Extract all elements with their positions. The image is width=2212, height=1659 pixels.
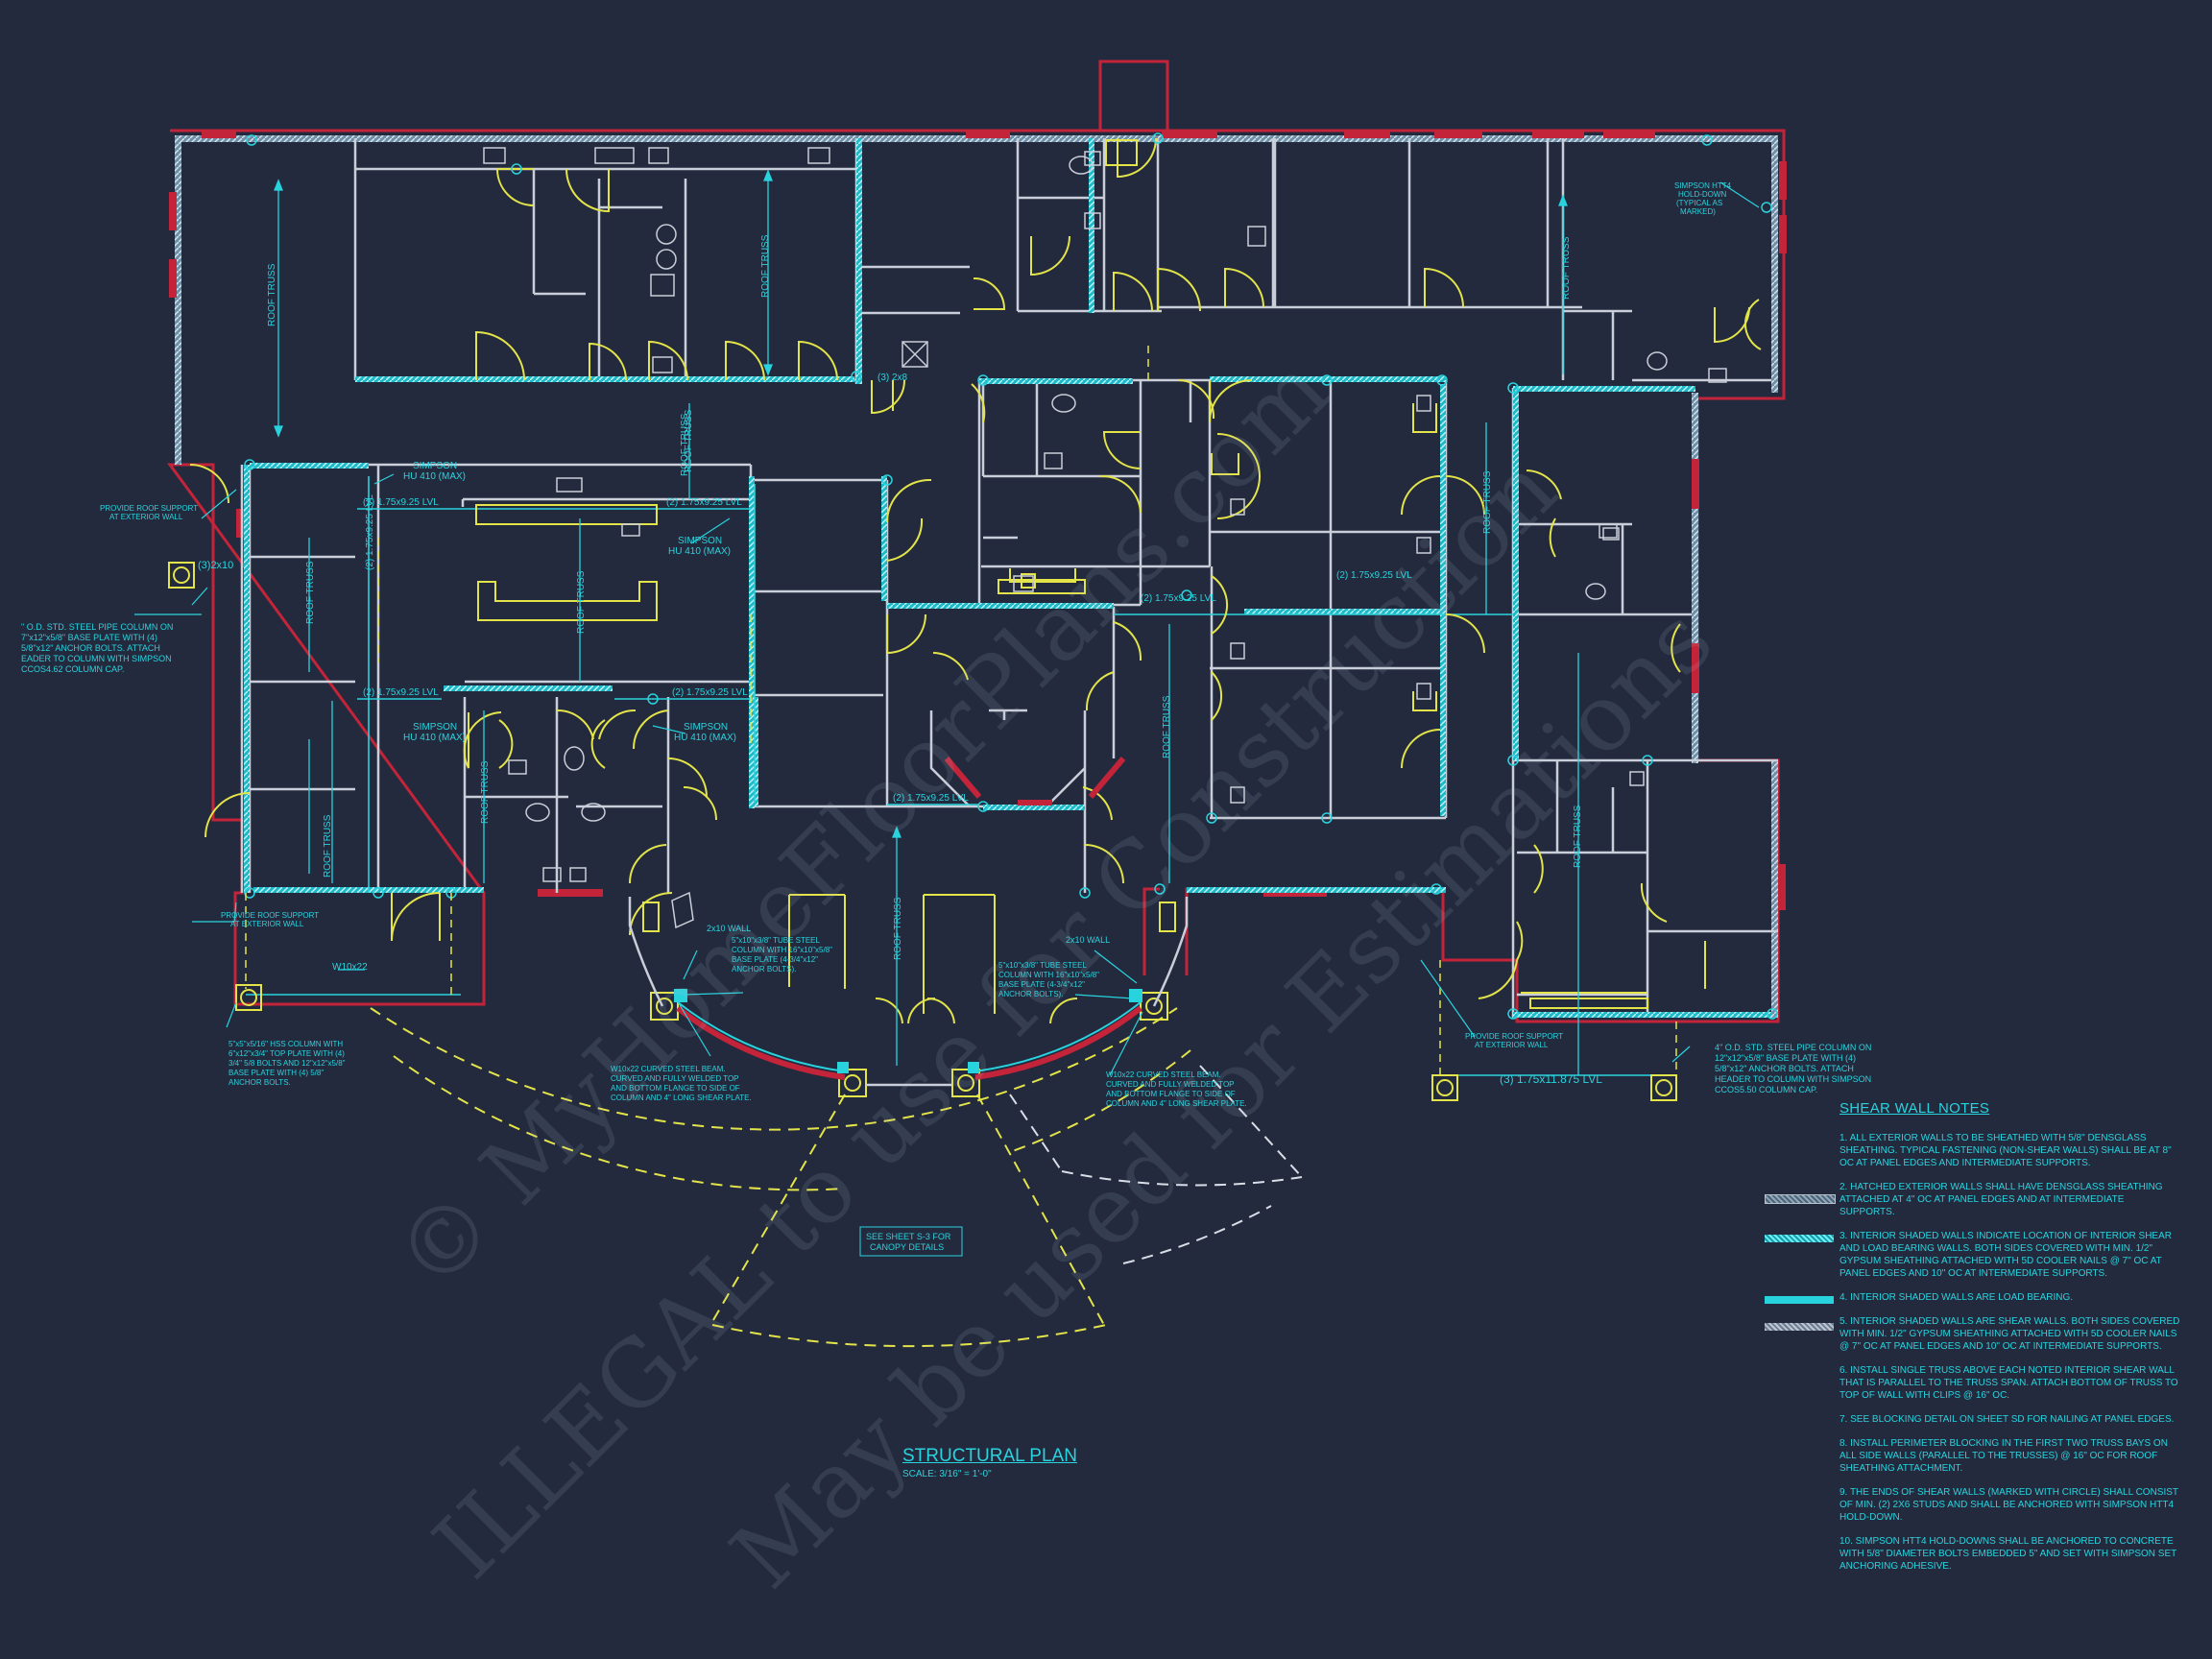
plan-title: STRUCTURAL PLAN xyxy=(902,1446,1077,1466)
wall-label: 2x10 WALL xyxy=(1066,935,1110,945)
lvl-label: (2) 1.75x9.25 LVL xyxy=(1141,593,1216,604)
lvl-label: (2) 1.75x9.25 LVL xyxy=(666,497,742,508)
legend-hatched-exterior xyxy=(1765,1194,1836,1204)
curved-beam-note: W10x22 CURVED STEEL BEAM.CURVED AND FULL… xyxy=(611,1065,752,1102)
note-item: 1. ALL EXTERIOR WALLS TO BE SHEATHED WIT… xyxy=(1839,1133,2172,1168)
plan-annotations: ROOF TRUSS ROOF TRUSS ROOF TRUSS ROOF TR… xyxy=(21,181,1871,1257)
dashed-lines xyxy=(245,346,1677,1075)
plan-title-block: STRUCTURAL PLAN SCALE: 3/16" = 1'-0" xyxy=(902,1446,1077,1479)
truss-arrows xyxy=(274,169,1579,1075)
plumbing-fixtures xyxy=(483,147,1727,929)
roof-truss-label: ROOF TRUSS xyxy=(1162,695,1172,758)
shear-wall-notes: SHEAR WALL NOTES 1. ALL EXTERIOR WALLS T… xyxy=(1839,1100,2181,1584)
canopy-outline xyxy=(370,1007,1191,1348)
steel-columns xyxy=(168,562,1677,1101)
note-item: 4. INTERIOR SHADED WALLS ARE LOAD BEARIN… xyxy=(1839,1292,2074,1303)
fixtures xyxy=(475,139,1648,1014)
canopy-outline-white xyxy=(1009,1065,1303,1264)
lvl-label: (2) 1.75x9.25 LVL xyxy=(363,497,439,508)
note-item: 10. SIMPSON HTT4 HOLD-DOWNS SHALL BE ANC… xyxy=(1839,1536,2177,1572)
legend-interior-shear xyxy=(1765,1235,1834,1242)
roof-truss-label: ROOF TRUSS xyxy=(893,897,903,960)
canopy-note-box xyxy=(859,1226,963,1257)
note-item: 2. HATCHED EXTERIOR WALLS SHALL HAVE DEN… xyxy=(1839,1182,2163,1217)
shear-walls xyxy=(244,138,1772,1018)
lvl-headers xyxy=(246,476,1661,1076)
hatched-exterior-walls xyxy=(175,135,1778,1018)
lvl-label: (2) 1.75x9.25 LVL xyxy=(365,494,375,570)
lvl-bottom-label: (3) 1.75x11.875 LVL xyxy=(1500,1072,1602,1086)
roof-truss-label: ROOF TRUSS xyxy=(267,263,277,326)
shear-wall-end-markers xyxy=(244,132,1778,1020)
leader-lines xyxy=(134,181,1760,1076)
roof-truss-label: ROOF TRUSS xyxy=(576,570,587,634)
note-item: 5. INTERIOR SHADED WALLS ARE SHEAR WALLS… xyxy=(1839,1316,2180,1352)
reception-desk xyxy=(944,757,1126,805)
header-label: W10x22 xyxy=(332,962,368,973)
roof-truss-label: ROOF TRUSS xyxy=(760,234,771,298)
curved-beam-note: W10x22 CURVED STEEL BEAM.CURVED AND FULL… xyxy=(1106,1070,1247,1108)
note-item: 8. INSTALL PERIMETER BLOCKING IN THE FIR… xyxy=(1839,1438,2168,1474)
roof-truss-label: ROOF TRUSS xyxy=(305,561,316,624)
roof-truss-label: ROOF TRUSS xyxy=(684,409,694,472)
shear-wall-notes-title: SHEAR WALL NOTES xyxy=(1839,1100,1990,1117)
roof-truss-label: ROOF TRUSS xyxy=(1573,805,1583,868)
lvl-label: (2) 1.75x9.25 LVL xyxy=(672,687,748,698)
roof-truss-label: ROOF TRUSS xyxy=(680,413,690,476)
note-item: 3. INTERIOR SHADED WALLS INDICATE LOCATI… xyxy=(1839,1231,2172,1279)
roof-truss-label: ROOF TRUSS xyxy=(323,814,333,878)
door-swings xyxy=(189,137,1762,1024)
plan-scale: SCALE: 3/16" = 1'-0" xyxy=(902,1469,992,1479)
roof-truss-label: ROOF TRUSS xyxy=(480,760,491,824)
header-label: (3) 2x8 xyxy=(878,373,908,383)
header-label: (3)2x10 xyxy=(198,560,233,571)
roof-truss-label: ROOF TRUSS xyxy=(1482,470,1493,534)
lvl-label: (2) 1.75x9.25 LVL xyxy=(363,687,439,698)
note-item: 9. THE ENDS OF SHEAR WALLS (MARKED WITH … xyxy=(1839,1487,2178,1523)
legend-shear xyxy=(1765,1323,1834,1331)
curved-front-walls xyxy=(628,897,1189,1087)
note-item: 6. INSTALL SINGLE TRUSS ABOVE EACH NOTED… xyxy=(1839,1365,2178,1401)
legend-load-bearing xyxy=(1765,1296,1834,1304)
note-item: 7. SEE BLOCKING DETAIL ON SHEET SD FOR N… xyxy=(1839,1414,2175,1425)
lvl-label: (2) 1.75x9.25 LVL xyxy=(893,793,969,804)
roof-truss-label: ROOF TRUSS xyxy=(1561,236,1572,300)
lvl-label: (2) 1.75x9.25 LVL xyxy=(1336,570,1412,581)
wall-label: 2x10 WALL xyxy=(707,924,751,933)
